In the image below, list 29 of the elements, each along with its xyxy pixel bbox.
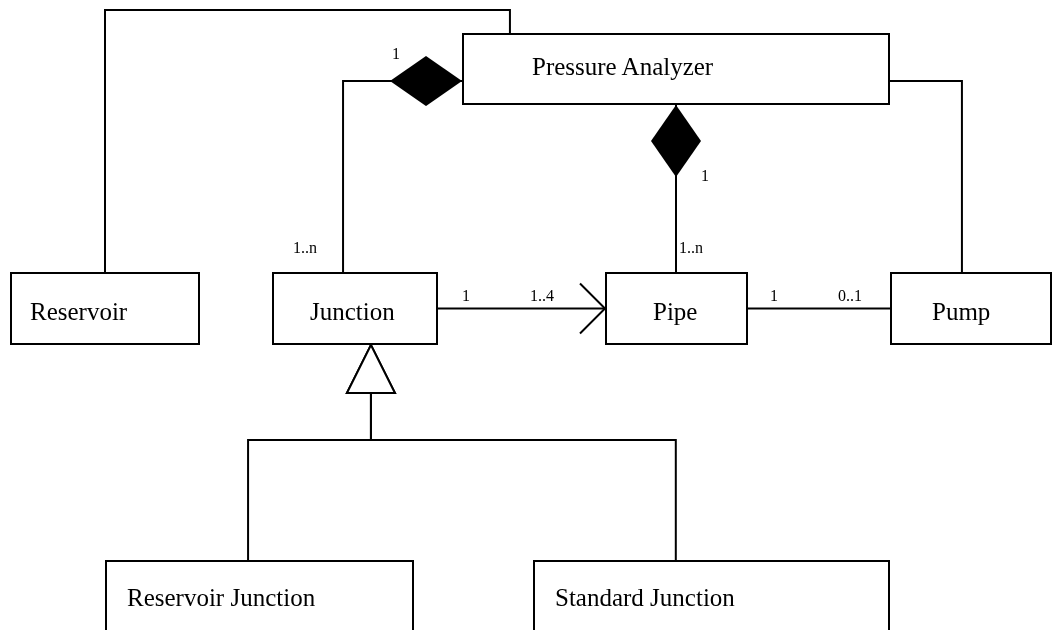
generalization-arrow <box>345 344 677 561</box>
multiplicity-label: 0..1 <box>838 288 862 304</box>
multiplicity-label: 1..n <box>293 240 317 256</box>
class-box <box>462 33 890 105</box>
class-box <box>533 560 890 630</box>
association-line <box>747 307 891 310</box>
class-name: Pump <box>932 298 991 326</box>
class-name: Reservoir Junction <box>127 584 316 612</box>
class-box <box>890 272 1052 345</box>
association-arrow <box>437 282 606 335</box>
association-line <box>104 9 511 273</box>
multiplicity-label: 1 <box>770 288 778 304</box>
multiplicity-label: 1..4 <box>530 288 554 304</box>
association-line <box>889 80 963 273</box>
multiplicity-label: 1 <box>701 168 709 184</box>
multiplicity-label: 1 <box>462 288 470 304</box>
multiplicity-label: 1 <box>392 46 400 62</box>
composition-line <box>651 104 701 273</box>
composition-line <box>342 56 463 273</box>
class-box <box>105 560 414 630</box>
class-name: Reservoir <box>30 298 128 326</box>
multiplicity-label: 1..n <box>679 240 703 256</box>
class-box <box>10 272 200 345</box>
class-name: Pressure Analyzer <box>532 53 714 81</box>
class-box <box>605 272 748 345</box>
class-name: Standard Junction <box>555 584 735 612</box>
class-box <box>272 272 438 345</box>
class-name: Junction <box>310 298 395 326</box>
class-name: Pipe <box>653 298 698 326</box>
